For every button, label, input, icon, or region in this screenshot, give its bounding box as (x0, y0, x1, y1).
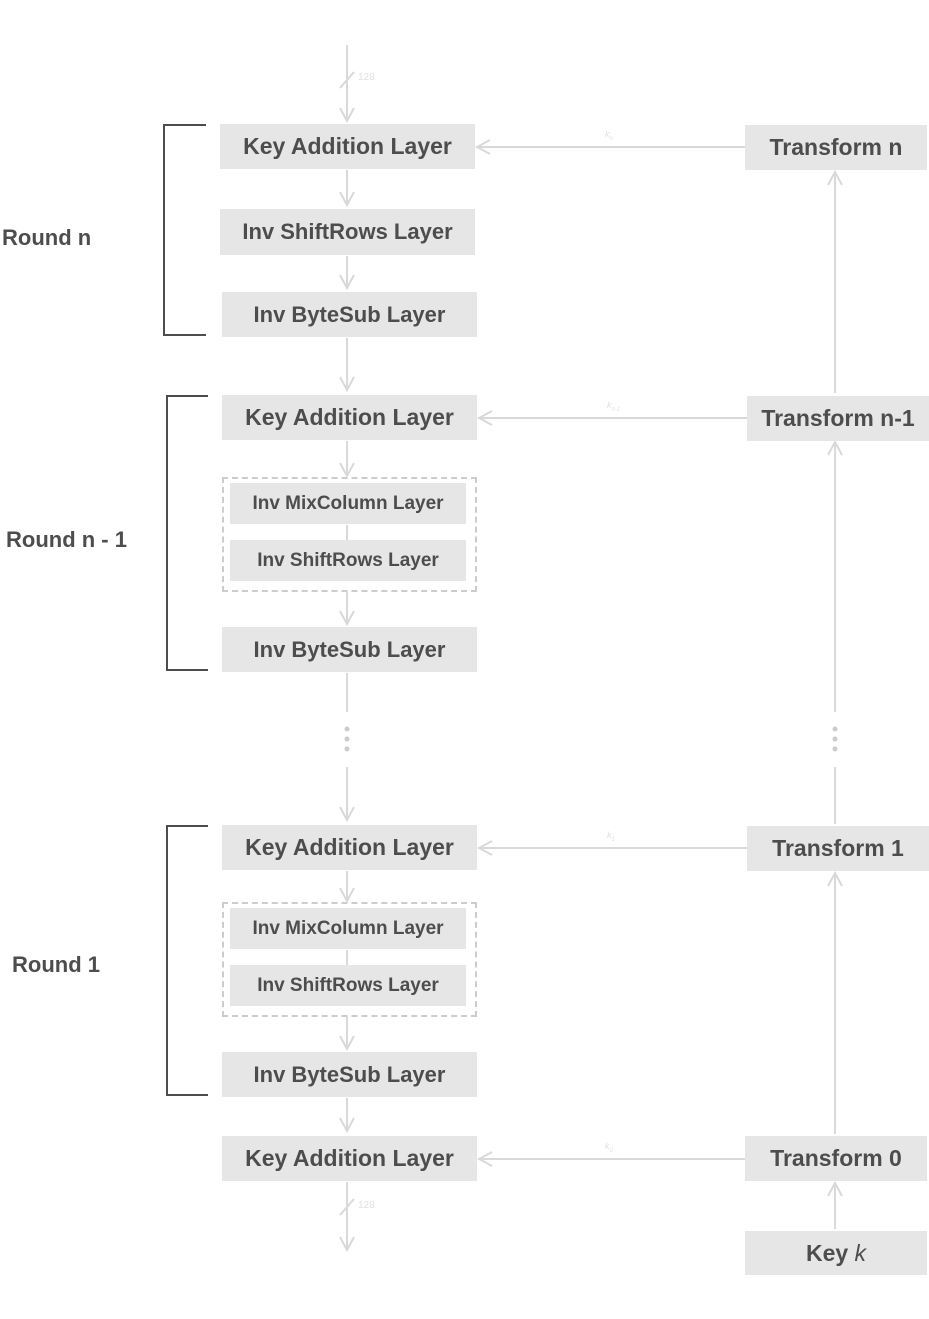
bracket-round-n (163, 124, 206, 336)
ellipsis-dot (344, 726, 350, 732)
subkey-label-k1: k1 (607, 830, 615, 843)
inv-bytesub-layer-round-1: Inv ByteSub Layer (222, 1052, 477, 1097)
inv-mixcolumn-layer-round-1: Inv MixColumn Layer (230, 908, 466, 949)
input-bus-slash (339, 71, 355, 89)
key-k: Key k (745, 1231, 927, 1275)
bracket-round-1 (166, 825, 208, 1096)
inv-bytesub-layer-round-n: Inv ByteSub Layer (222, 292, 477, 337)
bus-width-label-top: 128 (358, 72, 375, 83)
output-bus-slash (339, 1198, 355, 1216)
mix-shift-group-round-1 (222, 902, 477, 1017)
transform-1: Transform 1 (747, 826, 929, 871)
ellipsis-dot (832, 746, 838, 752)
inv-shiftrows-layer-round-n: Inv ShiftRows Layer (220, 209, 475, 255)
key-addition-layer-round-n-1: Key Addition Layer (222, 395, 477, 440)
key-addition-layer-final: Key Addition Layer (222, 1136, 477, 1181)
bracket-round-n1 (166, 395, 208, 671)
round-n-1-label: Round n - 1 (6, 527, 127, 552)
inv-mixcolumn-layer-round-n-1: Inv MixColumn Layer (230, 483, 466, 524)
transform-n: Transform n (745, 125, 927, 170)
inv-shiftrows-layer-round-1: Inv ShiftRows Layer (230, 965, 466, 1006)
subkey-label-k0: k0 (605, 1141, 613, 1154)
subkey-label-kn: kn (605, 129, 613, 142)
transform-n-1: Transform n-1 (747, 396, 929, 441)
key-addition-layer-round-n: Key Addition Layer (220, 124, 475, 169)
transform-0: Transform 0 (745, 1136, 927, 1181)
ellipsis-dot (832, 736, 838, 742)
mix-shift-group-round-n-1 (222, 477, 477, 592)
ellipsis-dot (344, 736, 350, 742)
inv-bytesub-layer-round-n-1: Inv ByteSub Layer (222, 627, 477, 672)
bus-width-label-bottom: 128 (358, 1200, 375, 1211)
ellipsis-dot (832, 726, 838, 732)
round-1-label: Round 1 (12, 952, 100, 977)
key-addition-layer-round-1: Key Addition Layer (222, 825, 477, 870)
round-n-label: Round n (2, 225, 92, 250)
ellipsis-dot (344, 746, 350, 752)
inv-shiftrows-layer-round-n-1: Inv ShiftRows Layer (230, 540, 466, 581)
subkey-label-kn1: kn-1 (607, 400, 621, 413)
